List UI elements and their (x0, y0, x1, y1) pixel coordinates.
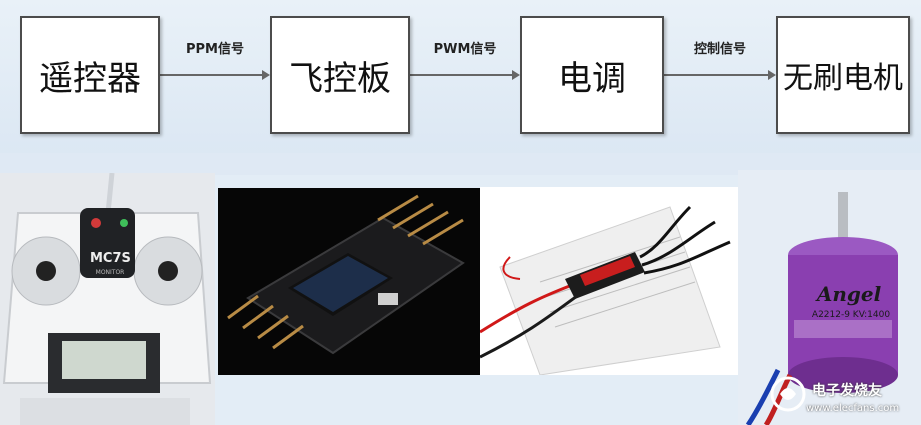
motor-photo: Angel A2212-9 KV:1400 (738, 170, 921, 425)
flow-arrows (160, 70, 776, 80)
watermark-text: 电子发烧友 (812, 383, 882, 399)
flight-controller-photo (218, 188, 480, 375)
arrow-3-head (768, 70, 776, 80)
elecfans-logo-icon (770, 376, 806, 412)
signal-label-pwm: PWM信号 (433, 42, 497, 57)
block-remote-controller: 遥控器 (20, 16, 160, 134)
arrow-2-head (512, 70, 520, 80)
divider-band (0, 153, 921, 175)
signal-label-ppm: PPM信号 (186, 42, 244, 57)
esc-photo (480, 187, 738, 375)
motor-spec-label: A2212-9 KV:1400 (811, 310, 891, 320)
motor-brand-label: Angel (816, 282, 882, 306)
block-esc: 电调 (520, 16, 664, 134)
arrow-1-head (262, 70, 270, 80)
transmitter-sub-label: MONITOR (95, 269, 125, 276)
block-flight-controller: 飞控板 (270, 16, 410, 134)
signal-label-control: 控制信号 (693, 42, 746, 57)
transmitter-photo: MC7S MONITOR (0, 173, 215, 425)
block-brushless-motor: 无刷电机 (776, 16, 910, 134)
watermark-url: www.elecfans.com (806, 403, 900, 414)
transmitter-model-label: MC7S (90, 251, 131, 266)
